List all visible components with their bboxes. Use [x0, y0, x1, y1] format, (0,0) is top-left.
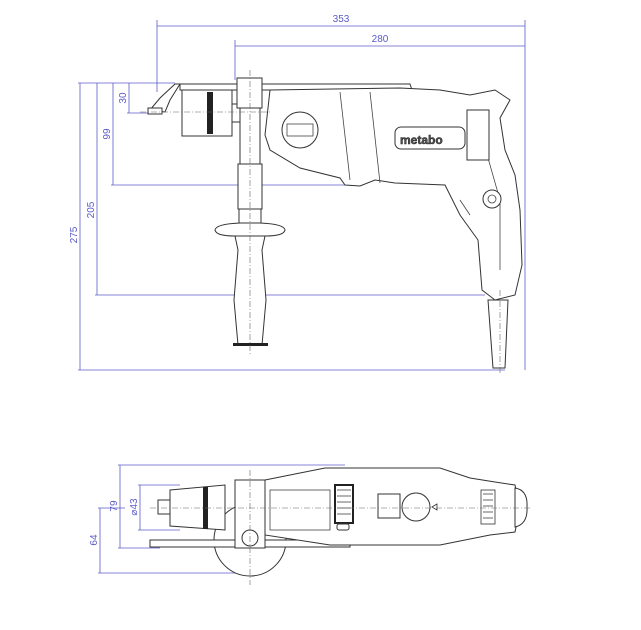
trigger-lock-button: [482, 189, 502, 209]
logo-panel: [394, 126, 466, 150]
dim-label-205: 205: [86, 201, 97, 218]
drill-top-view: [149, 467, 530, 585]
speed-dial: [401, 492, 431, 522]
dim-label-79: 79: [109, 500, 120, 512]
dim-label-353: 353: [333, 14, 350, 25]
chuck-top: [169, 484, 226, 531]
dim-label-diameter-43: ⌀43: [129, 498, 140, 516]
chuck-ring: [207, 92, 213, 134]
power-cable-guard: [487, 299, 509, 369]
dim-label-30: 30: [118, 92, 129, 104]
dim-label-280: 280: [372, 34, 389, 45]
top-view-dimensions: 79 ⌀43 64: [89, 464, 345, 574]
dim-label-99: 99: [102, 128, 113, 140]
aux-handle-clamp: [236, 77, 263, 109]
metabo-logo: metabo: [400, 133, 443, 147]
cable-guard-top: [514, 487, 528, 528]
dim-label-275: 275: [69, 226, 80, 243]
mode-selector-knob: [281, 111, 319, 149]
drill-side-view: metabo: [140, 70, 523, 375]
dim-label-64: 64: [89, 534, 100, 546]
